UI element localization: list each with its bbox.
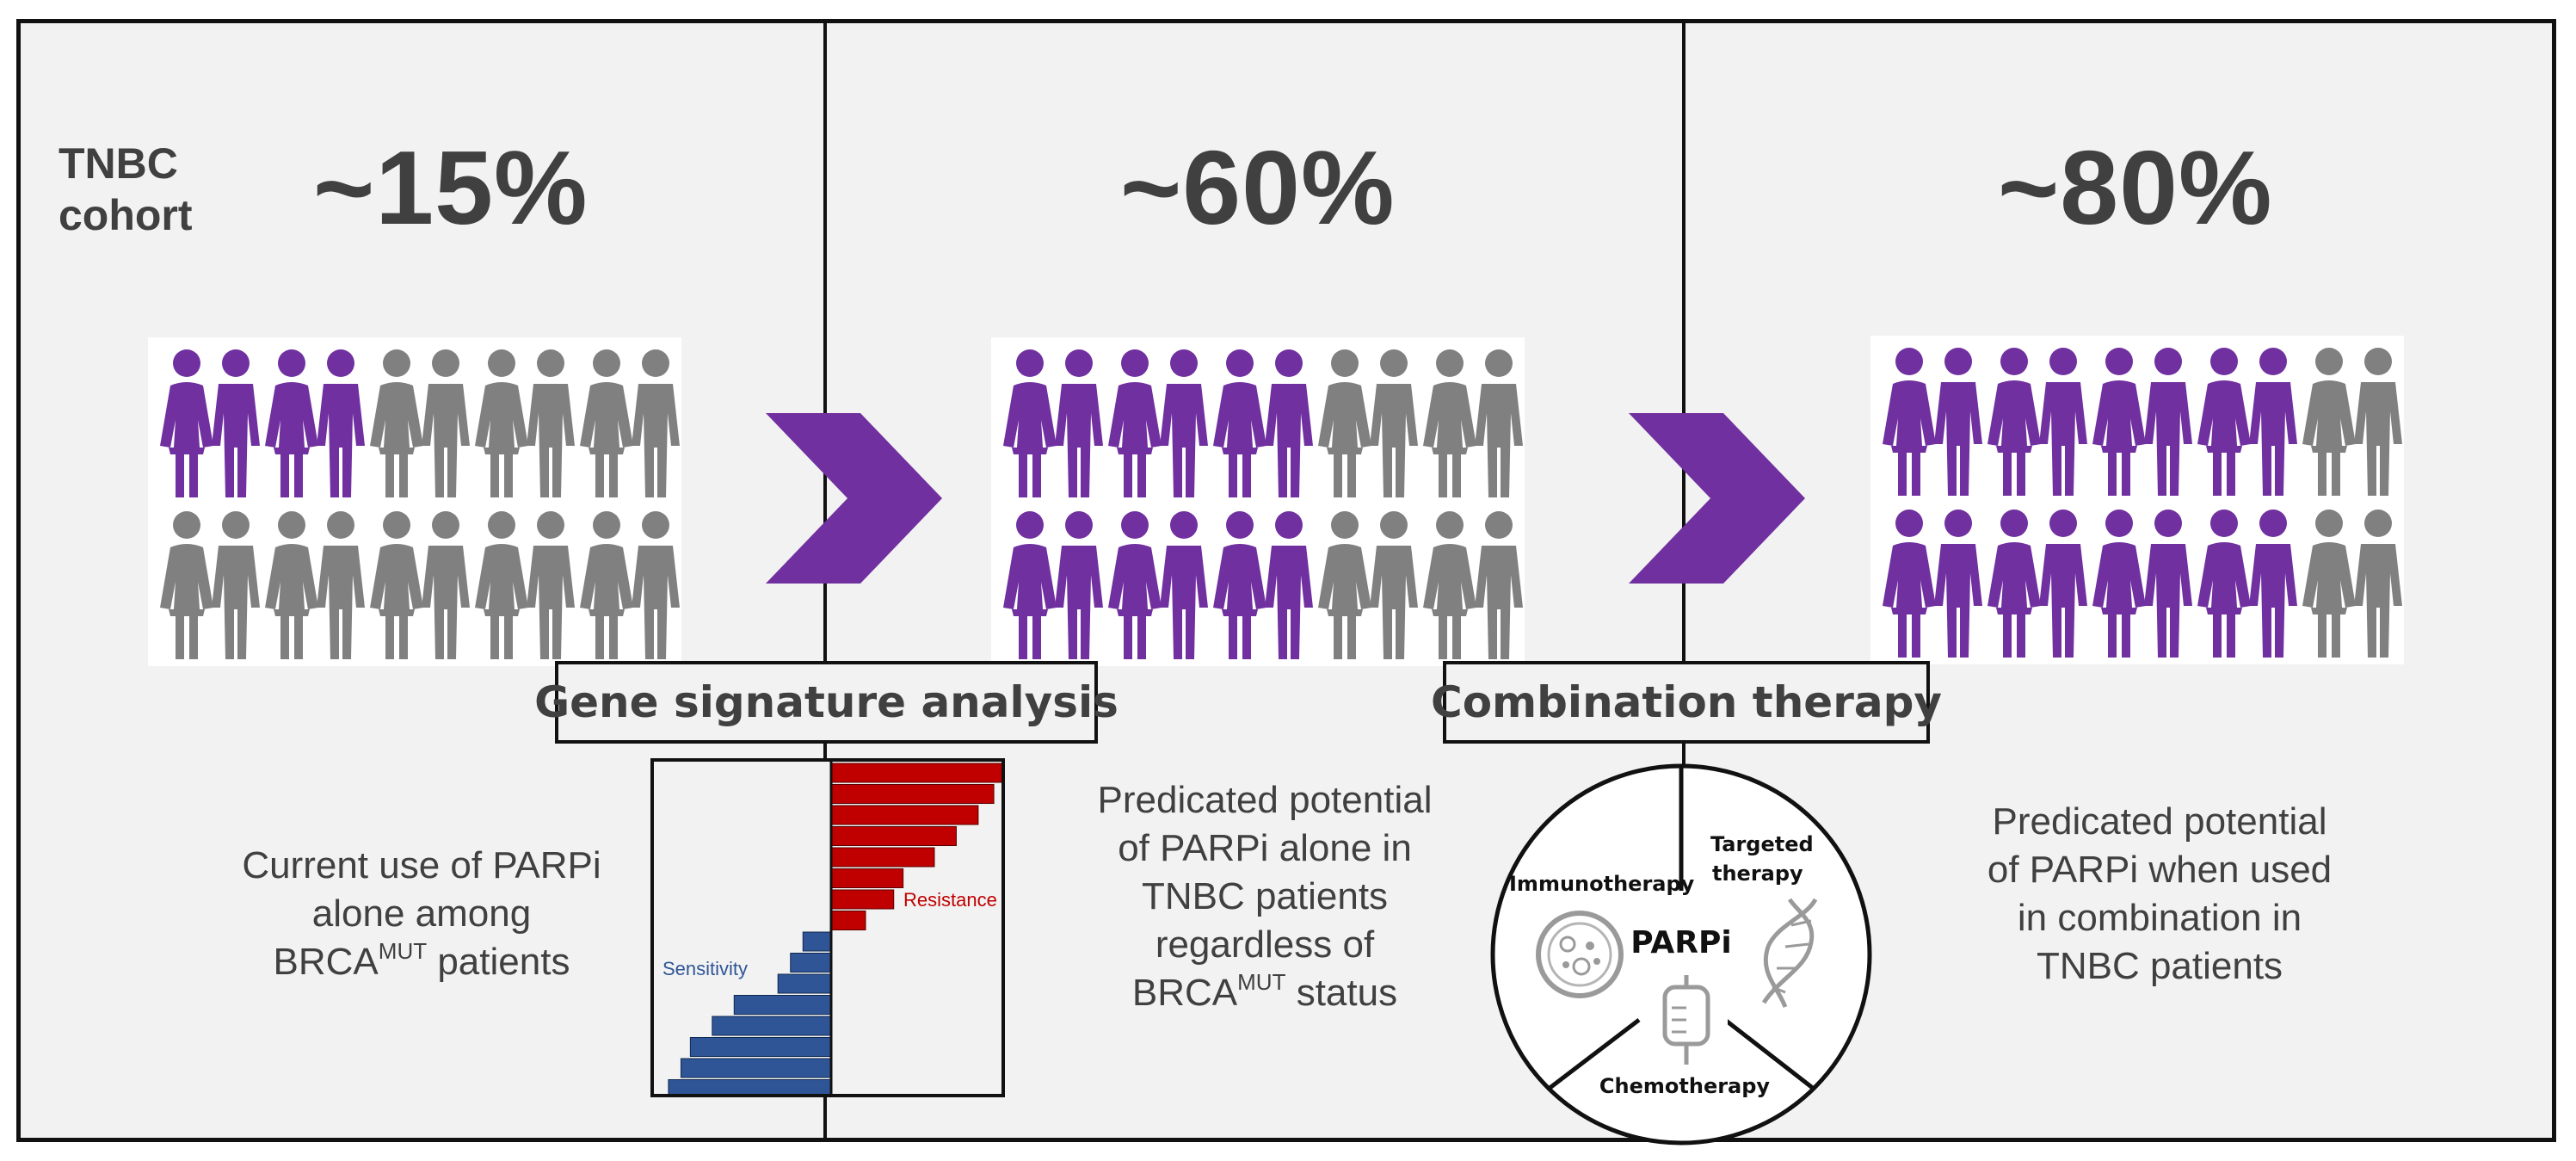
person-pair — [580, 349, 680, 497]
sensitivity-bar — [689, 1037, 832, 1057]
resistance-bar — [830, 763, 1001, 783]
percent-panel-1: ~15% — [313, 129, 589, 246]
chevron-arrow-icon-2 — [1629, 413, 1805, 584]
description-panel-1: Current use of PARPi alone among BRCAMUT… — [205, 842, 638, 986]
resistance-bar — [830, 911, 866, 930]
parpi-center-label: PARPi — [1630, 925, 1731, 960]
resistance-bar — [830, 868, 904, 888]
cohort-label: TNBC cohort — [59, 138, 193, 241]
description-panel-3: Predicated potential of PARPi when used … — [1944, 798, 2375, 991]
sensitivity-bar — [790, 953, 832, 973]
person-pair-highlighted — [1108, 511, 1208, 659]
people-grid-panel-2 — [991, 337, 1525, 666]
sensitivity-bar — [680, 1058, 832, 1078]
immunotherapy-label: Immunotherapy — [1509, 872, 1695, 896]
person-pair-highlighted — [2092, 509, 2192, 658]
person-pair — [2302, 348, 2402, 496]
gene-signature-analysis-label: Gene signature analysis — [534, 661, 1119, 744]
resistance-bar — [830, 889, 895, 910]
person-pair-highlighted — [1213, 511, 1313, 659]
resistance-bar — [830, 847, 935, 868]
person-pair-highlighted — [265, 349, 365, 497]
resistance-bar — [830, 805, 979, 825]
description-line: in combination in — [2017, 897, 2302, 939]
person-pair — [1318, 511, 1418, 659]
description-line: regardless of — [1155, 923, 1375, 966]
person-pair-highlighted — [2197, 348, 2297, 496]
sensitivity-bar — [777, 973, 832, 994]
description-line-brca: BRCAMUT status — [1131, 969, 1398, 1014]
dna-icon — [1734, 889, 1841, 1018]
person-pair — [370, 511, 470, 659]
description-line: TNBC patients — [1141, 875, 1389, 917]
combination-therapy-label: Combination therapy — [1431, 661, 1942, 744]
person-pair — [475, 511, 575, 659]
targeted-therapy-label-line2: therapy — [1712, 861, 1803, 886]
person-pair-highlighted — [1003, 511, 1103, 659]
targeted-therapy-label-line1: Targeted — [1710, 832, 1814, 856]
resistance-bar — [830, 784, 995, 804]
description-line: of PARPi alone in — [1118, 827, 1412, 869]
person-pair — [160, 511, 260, 659]
cell-culture-icon — [1528, 899, 1633, 1010]
cohort-label-line2: cohort — [59, 191, 193, 239]
resistance-bar — [830, 826, 957, 846]
person-pair — [2302, 509, 2402, 658]
gene-signature-waterfall-plot: Resistance Sensitivity — [650, 758, 1005, 1097]
description-line: Predicated potential — [1097, 779, 1433, 821]
person-pair-highlighted — [1883, 509, 1982, 658]
description-line: alone among — [311, 892, 532, 935]
description-line: Predicated potential — [1992, 800, 2327, 843]
description-line-brca: BRCAMUT patients — [273, 938, 570, 983]
people-grid-panel-3 — [1870, 336, 2404, 664]
sensitivity-bar — [712, 1016, 832, 1036]
person-pair-highlighted — [1108, 349, 1208, 497]
sensitivity-bar — [802, 931, 832, 952]
person-pair — [475, 349, 575, 497]
person-pair — [370, 349, 470, 497]
resistance-label: Resistance — [903, 889, 997, 911]
chemotherapy-label: Chemotherapy — [1599, 1074, 1771, 1098]
people-grid-panel-1 — [148, 337, 681, 666]
iv-bag-icon — [1642, 968, 1728, 1078]
description-panel-2: Predicated potential of PARPi alone in T… — [1058, 776, 1471, 1017]
person-pair-highlighted — [2197, 509, 2297, 658]
person-pair — [1423, 349, 1523, 497]
chevron-arrow-icon-1 — [766, 413, 942, 584]
person-pair-highlighted — [160, 349, 260, 497]
description-line: TNBC patients — [2036, 945, 2283, 987]
description-line: of PARPi when used — [1987, 849, 2333, 891]
sensitivity-bar — [733, 995, 832, 1015]
person-pair — [1423, 511, 1523, 659]
percent-panel-2: ~60% — [1120, 129, 1396, 246]
description-line: Current use of PARPi — [242, 844, 601, 886]
cohort-label-line1: TNBC — [59, 139, 178, 188]
person-pair — [1318, 349, 1418, 497]
person-pair-highlighted — [1987, 509, 2087, 658]
person-pair-highlighted — [1987, 348, 2087, 496]
person-pair-highlighted — [1213, 349, 1313, 497]
person-pair — [265, 511, 365, 659]
person-pair-highlighted — [1003, 349, 1103, 497]
combination-therapy-circle: PARPi Immunotherapy Targeted therapy Che… — [1490, 763, 1872, 1146]
sensitivity-label: Sensitivity — [662, 958, 748, 979]
person-pair-highlighted — [2092, 348, 2192, 496]
person-pair — [580, 511, 680, 659]
person-pair-highlighted — [1883, 348, 1982, 496]
percent-panel-3: ~80% — [1998, 129, 2273, 246]
sensitivity-bar — [668, 1079, 832, 1094]
